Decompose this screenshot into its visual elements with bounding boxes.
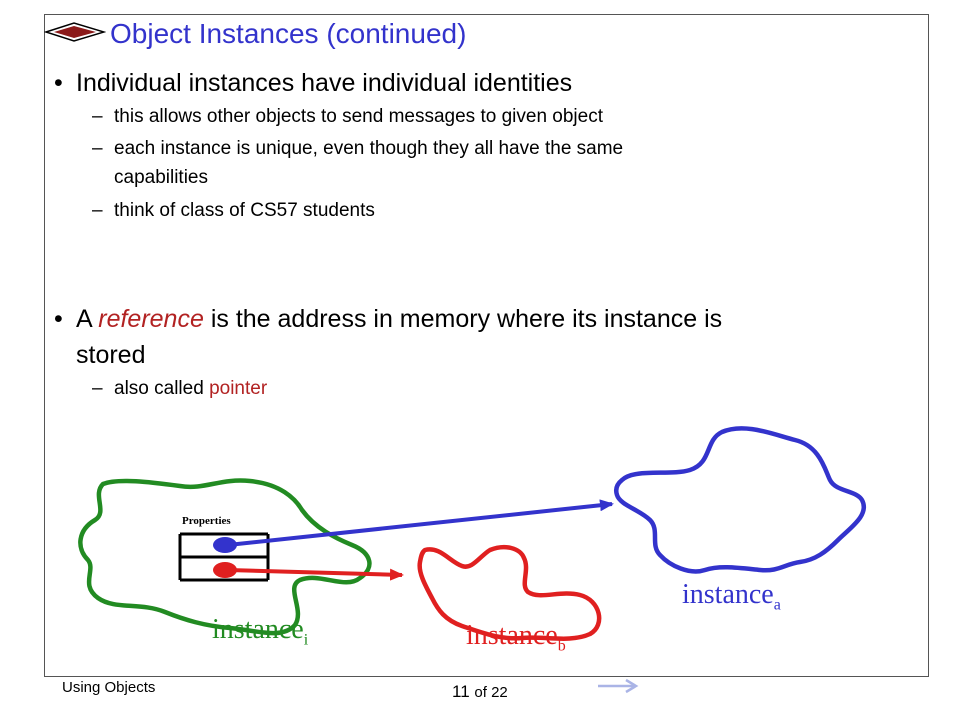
instance-a-blob [613,426,867,574]
sub-dash: – [92,106,103,127]
instance-b-label: instanceb [466,620,566,656]
instance-b-base: instance [466,620,558,651]
instance-i-base: instance [212,614,304,645]
instance-a-label: instancea [682,579,781,615]
slide-title: Object Instances (continued) [110,18,467,49]
blue-reference-arrow [227,499,614,547]
instance-i-blob [78,478,372,636]
instance-i-label: instancei [212,614,308,650]
bullet-2-text-before: A [76,305,99,333]
instance-a-base: instance [682,579,774,610]
bullet-1: • Individual instances have individual i… [54,67,573,99]
sub-bullet-1-2: – each instance is unique, even though t… [92,137,624,161]
instance-b-blob [417,545,602,641]
forward-arrow-icon[interactable] [598,678,639,694]
red-reference-arrow [227,568,404,581]
sub-bullet-2-1-text-before: also called [114,378,210,399]
sub-bullet-1-1: – this allows other objects to send mess… [92,105,603,129]
blue-reference-dot [213,537,237,553]
sub-bullet-1-2-text: each instance is unique, even though the… [114,138,624,159]
bullet-2-text-line2: stored [76,341,146,369]
sub-bullet-1-2-cont: capabilities [114,166,208,190]
properties-label: Properties [182,515,231,527]
sub-bullet-1-2-text-cont: capabilities [114,167,208,188]
bullet-2: • A reference is the address in memory w… [54,303,723,335]
red-reference-dot [213,562,237,578]
slide-frame [44,14,929,677]
page-total: of 22 [474,684,508,701]
bullet-dot: • [54,305,63,333]
instance-i-sub: i [303,631,309,649]
sub-dash: – [92,200,103,221]
back-arrow-icon[interactable] [44,20,106,44]
sub-bullet-1-3: – think of class of CS57 students [92,199,375,223]
reference-term: reference [98,305,204,333]
sub-bullet-1-1-text: this allows other objects to send messag… [114,106,603,127]
footer-page-number: 11 of 22 [452,682,508,702]
sub-dash: – [92,378,103,399]
bullet-dot: • [54,69,63,97]
bullet-2-text-after: is the address in memory where its insta… [203,305,723,333]
instance-b-sub: b [557,637,566,655]
sub-bullet-2-1: – also called pointer [92,377,268,401]
instance-a-sub: a [773,596,781,614]
bullet-2-line2: stored [76,339,145,371]
page-current: 11 [452,682,470,701]
sub-dash: – [92,138,103,159]
footer-section-title: Using Objects [62,679,156,696]
bullet-1-text: Individual instances have individual ide… [76,69,573,97]
pointer-term: pointer [209,378,268,399]
sub-bullet-1-3-text: think of class of CS57 students [114,200,375,221]
